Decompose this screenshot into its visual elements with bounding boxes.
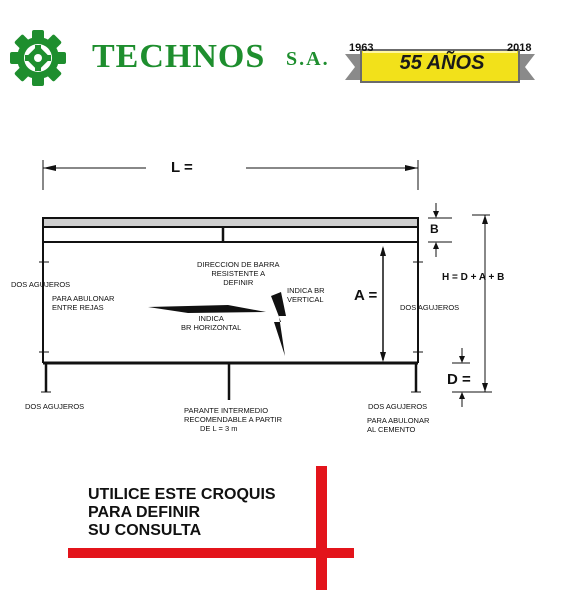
br-horizontal-label: INDICA BR HORIZONTAL	[181, 314, 242, 332]
holes-label-right: DOS AGUJEROS	[400, 303, 460, 312]
a-dimension-line	[380, 246, 386, 362]
b-label: B	[430, 222, 439, 236]
red-cross-mark	[68, 466, 354, 590]
b-dimension-line	[428, 203, 452, 257]
holes-label-top-left: DOS AGUJEROS	[11, 280, 71, 289]
brand-suffix: S.A.	[286, 48, 330, 70]
anniversary-ribbon	[345, 49, 535, 83]
a-label: A =	[354, 287, 378, 304]
br-vertical-arrow	[271, 292, 286, 356]
br-horizontal-arrow	[148, 305, 266, 313]
h-dimension-line	[468, 214, 492, 393]
br-vertical-label: INDICA BR VERTICAL	[287, 286, 325, 304]
holes-label-bottom-right: DOS AGUJEROS	[368, 402, 428, 411]
length-label: L =	[171, 159, 193, 176]
d-label: D =	[447, 371, 471, 388]
note-line: SU CONSULTA	[88, 522, 202, 539]
top-rail	[42, 217, 419, 243]
length-dimension-line	[42, 160, 419, 190]
holes-label-bottom-left: DOS AGUJEROS	[25, 402, 85, 411]
intermediate-post-label: PARANTE INTERMEDIO RECOMENDABLE A PARTIR…	[184, 406, 283, 433]
brand-name: TECHNOS	[92, 38, 266, 75]
header: TECHNOS S.A. 1963 2018 55 AÑOS	[0, 0, 568, 110]
gear-icon	[10, 30, 66, 86]
year-start: 1963	[349, 42, 374, 54]
d-dimension-line	[452, 348, 470, 407]
note-line: PARA DEFINIR	[88, 504, 200, 521]
instruction-note: UTILICE ESTE CROQUIS PARA DEFINIR SU CON…	[88, 486, 276, 540]
gate-legs	[41, 363, 421, 393]
anniversary-text: 55 AÑOS	[399, 52, 485, 74]
bolt-bars-label: PARA ABULONAR ENTRE REJAS	[52, 294, 115, 312]
h-formula: H = D + A + B	[442, 272, 505, 283]
bolt-cement-label: PARA ABULONAR AL CEMENTO	[367, 416, 430, 434]
hole-marks	[39, 261, 423, 353]
year-end: 2018	[507, 42, 532, 54]
bar-direction-label: DIRECCION DE BARRA RESISTENTE A DEFINIR	[197, 260, 280, 287]
note-line: UTILICE ESTE CROQUIS	[88, 486, 276, 503]
